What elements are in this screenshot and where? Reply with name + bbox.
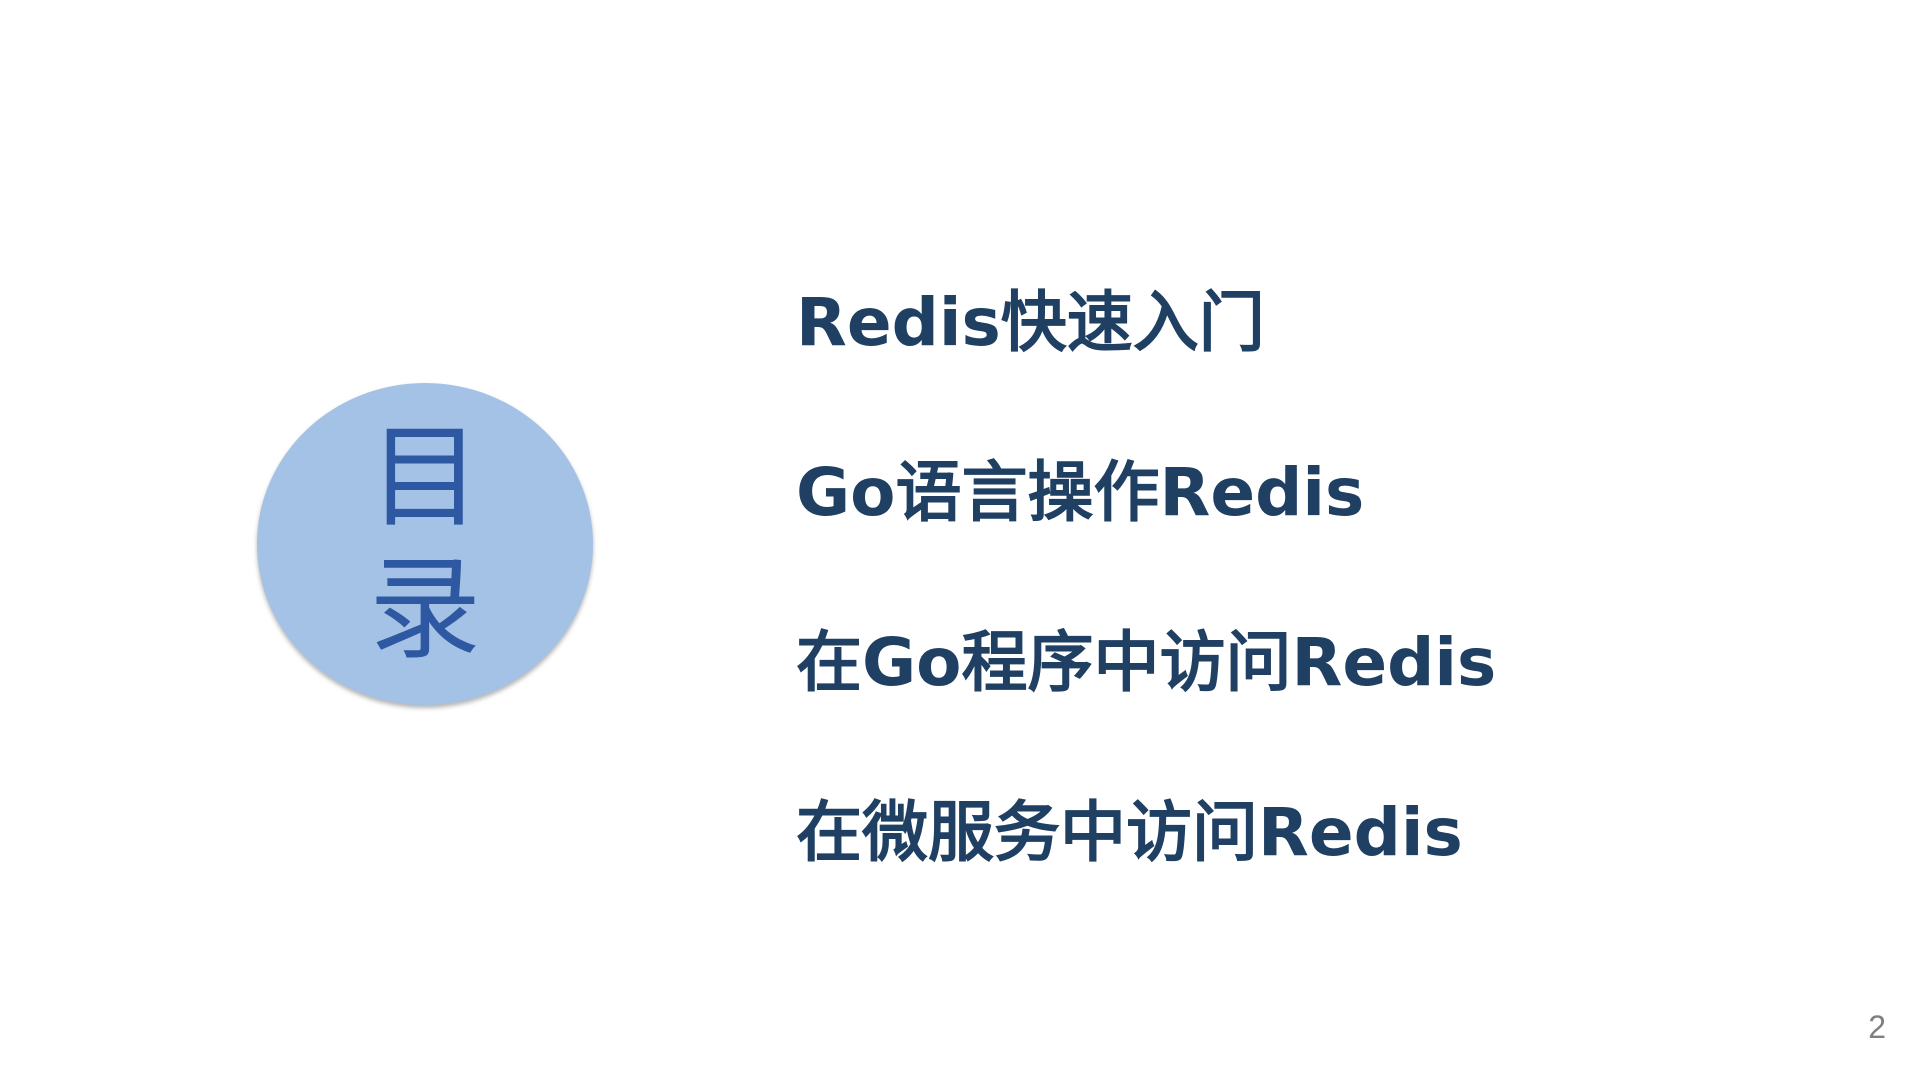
toc-title-circle: 目 录 (257, 383, 593, 705)
toc-item-go-program-redis: 在Go程序中访问Redis (796, 624, 1497, 701)
toc-item-microservice-redis: 在微服务中访问Redis (796, 794, 1463, 871)
toc-item-redis-quickstart: Redis快速入门 (796, 284, 1265, 361)
toc-item-go-redis: Go语言操作Redis (796, 454, 1365, 531)
page-number: 2 (1868, 1009, 1886, 1045)
toc-title-char-1: 目 (369, 413, 481, 543)
toc-title-char-2: 录 (369, 545, 481, 675)
toc-list: Redis快速入门 Go语言操作Redis 在Go程序中访问Redis 在微服务… (796, 232, 1496, 912)
